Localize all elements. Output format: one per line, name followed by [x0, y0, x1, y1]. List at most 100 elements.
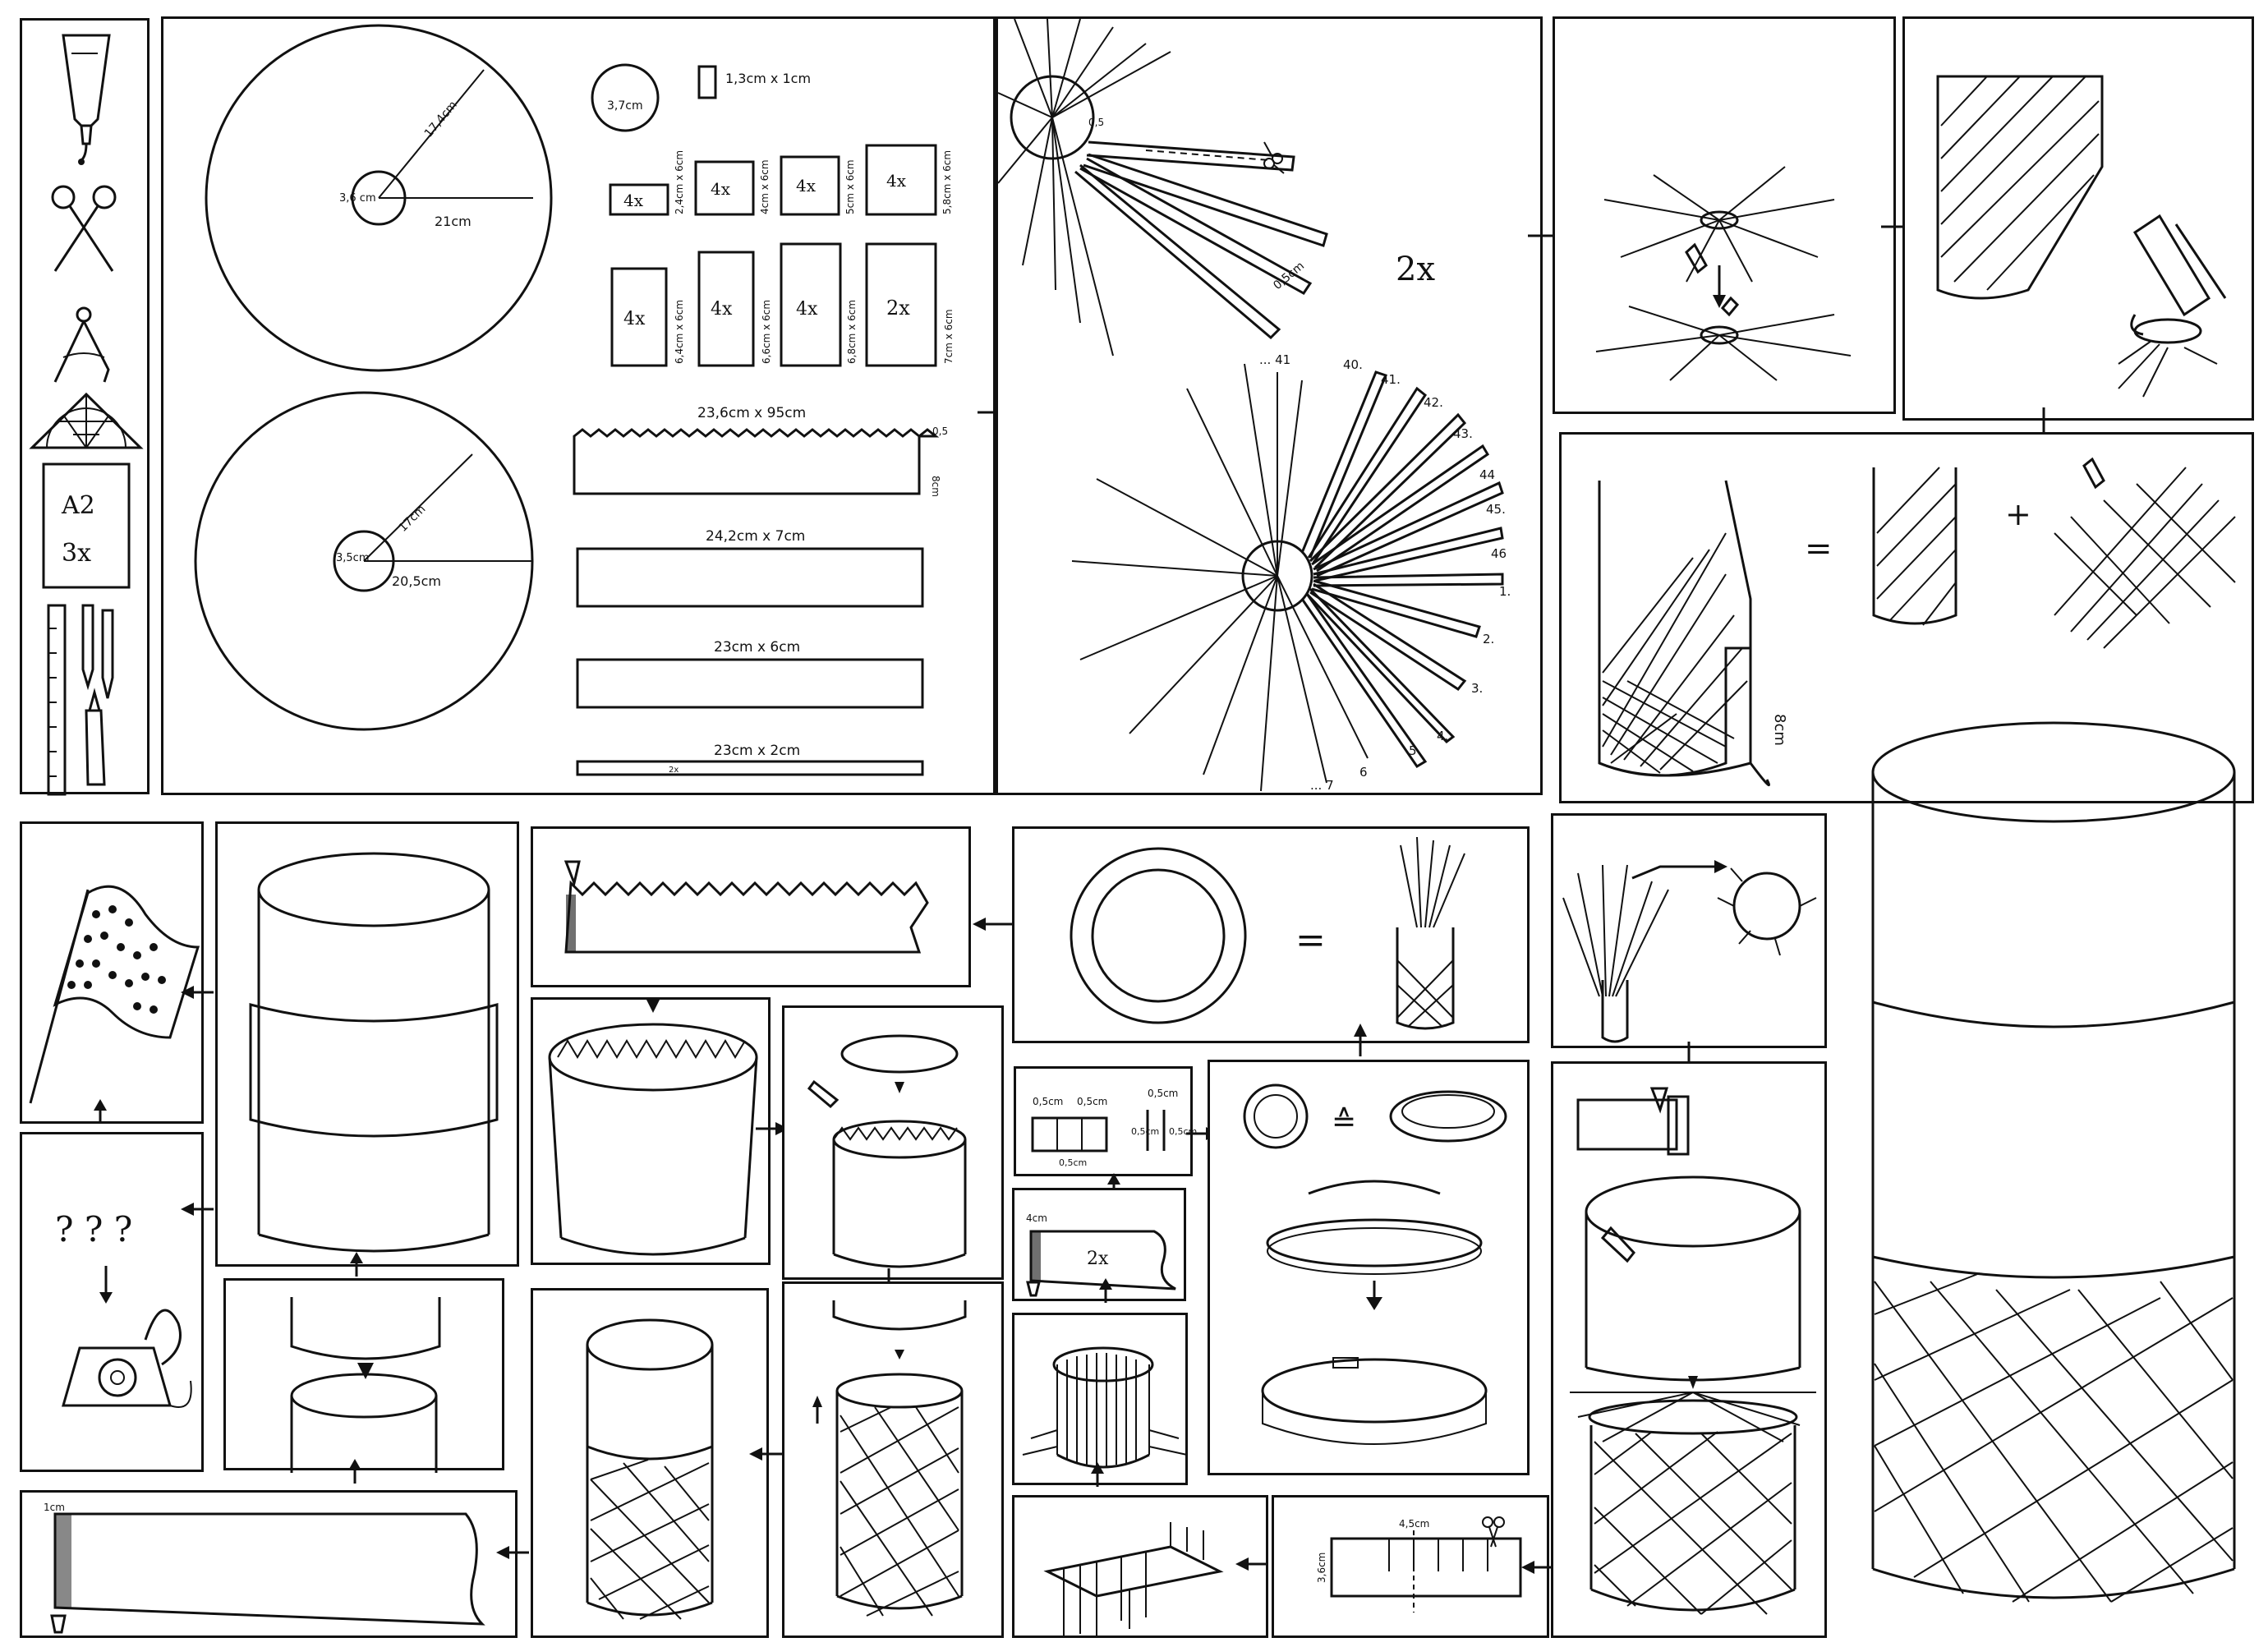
large-circle-inner-label: 3,6 cm	[339, 192, 376, 205]
small-strip-width: 4cm	[1026, 1212, 1047, 1224]
rect-row1-dim-2: 4cm x 6cm	[759, 159, 771, 214]
strip-4-label: 23cm x 2cm	[714, 743, 800, 759]
cutter-knife-icon	[85, 688, 106, 786]
weave-panel: 8cm = +	[1559, 432, 2254, 803]
rect-row2-count-3: 4x	[796, 299, 818, 320]
rect-row-2	[610, 242, 937, 367]
arrow-up-flag	[94, 1099, 107, 1124]
grid-cut-drawing	[1043, 1522, 1224, 1637]
measure-drawing: 0,5cm 0,5cm 0,5cm 0,5cm 0,5cm 0,5cm	[1031, 1088, 1197, 1168]
measure-c: 0,5cm	[1148, 1088, 1178, 1099]
stacked-bands-drawing	[249, 852, 499, 1253]
tiny-circle-label: 3,7cm	[607, 99, 643, 113]
ribbed-core-drawing	[1022, 1346, 1188, 1469]
flag-panel	[20, 821, 204, 1124]
strip-3-label: 23cm x 6cm	[714, 639, 800, 656]
measure-b: 0,5cm	[1077, 1096, 1107, 1107]
ring-outer	[1070, 847, 1247, 1024]
spoke-assembly-drawing	[1595, 166, 1852, 381]
rect-row1-count-4: 4x	[886, 171, 907, 191]
scissors-icon	[1482, 1516, 1505, 1548]
spoke-hub-2	[1071, 363, 1504, 792]
lattice-pattern	[1874, 1272, 2233, 1603]
large-circle-diag-label: 17,4cm	[422, 99, 460, 140]
arrow-up-ring-asm	[1354, 1024, 1367, 1056]
scissors-icon	[51, 185, 117, 272]
rect-row2-dim-2: 6,6cm x 6cm	[761, 300, 772, 364]
glue-icon	[50, 1614, 67, 1634]
hatched-cylinder-drawing	[812, 1300, 967, 1617]
small-strip-count: 2x	[1087, 1249, 1109, 1269]
measure-f: 0,5cm	[1059, 1157, 1087, 1168]
svg-text:44: 44	[1479, 467, 1495, 482]
spoke-frame-drawing	[1562, 860, 1817, 1043]
arrow-up-core	[1091, 1462, 1104, 1487]
zigzag-strip-template	[573, 428, 940, 495]
arrow-left-banded	[749, 1447, 782, 1461]
arrow-up-bands	[350, 1252, 363, 1277]
ring-assembly-drawing: ≙	[1243, 1083, 1507, 1445]
svg-text:40.: 40.	[1343, 357, 1363, 372]
weave-equals: =	[1805, 530, 1833, 568]
svg-text:42.: 42.	[1424, 395, 1443, 410]
edge-strip-width: 1cm	[44, 1502, 65, 1513]
svg-text:1.: 1.	[1499, 584, 1511, 599]
svg-text:46: 46	[1491, 546, 1507, 561]
ruler-icon	[47, 604, 67, 796]
svg-text:5: 5	[1409, 743, 1417, 758]
glue-icon	[2082, 457, 2105, 490]
glue-icon	[807, 1079, 840, 1109]
set-square-icon	[29, 392, 144, 449]
ring-corresponds: ≙	[1332, 1105, 1356, 1139]
banded-cylinder-panel	[531, 1288, 769, 1638]
side-cut-height: 3,6cm	[1316, 1553, 1327, 1583]
glue-icon	[1026, 1281, 1041, 1297]
rect-row-1	[609, 144, 937, 216]
tools-panel: A2 3x	[20, 18, 150, 796]
large-circle-radius-label: 21cm	[435, 214, 472, 229]
spokes-panel: 0,5 0,5cm 2x	[996, 16, 1543, 795]
spokes-drawing: 0,5 0,5cm 2x	[997, 18, 1511, 793]
arrow-up-strip	[1099, 1278, 1112, 1303]
zigzag-side-label: 8cm	[930, 476, 941, 497]
ring-spokes-drawing: =	[1070, 836, 1465, 1030]
tiny-circle-template	[591, 63, 660, 132]
arrow-left-side	[1521, 1561, 1554, 1574]
svg-text:... 7: ... 7	[1310, 778, 1334, 793]
arrow-left-edge	[496, 1546, 529, 1559]
svg-text:2.: 2.	[1483, 632, 1494, 646]
spoke-numbers: ... 41 40. 41. 42. 43. 44 45. 46 1. 2. 3…	[1259, 352, 1511, 793]
ring-insert-drawing	[290, 1297, 441, 1473]
compass-icon	[53, 306, 110, 383]
measure-a: 0,5cm	[1033, 1096, 1063, 1107]
svg-text:4.: 4.	[1437, 729, 1448, 743]
arrow-up-ring	[348, 1459, 361, 1484]
help-panel: ? ? ?	[20, 1132, 204, 1472]
scissors-icon	[1263, 141, 1285, 174]
small-circle-radius-label: 20,5cm	[392, 573, 441, 589]
weave-plus: +	[2005, 496, 2031, 532]
ring-spokes-panel: =	[1012, 826, 1530, 1043]
cylinder-assembly-panel	[1551, 1061, 1827, 1638]
strip-2-label: 24,2cm x 7cm	[706, 528, 805, 545]
finish-flag-drawing	[29, 885, 200, 1104]
hatched-cylinder-panel	[782, 1281, 1004, 1638]
glue-top-drawing	[807, 1034, 967, 1268]
glue-icon	[1685, 242, 1708, 274]
svg-text:45.: 45.	[1486, 502, 1506, 517]
help-drawing: ? ? ?	[55, 1209, 192, 1408]
weave-height-label: 8cm	[1771, 714, 1788, 746]
hub-disc	[1700, 210, 1739, 230]
zig-cylinder-panel	[531, 997, 771, 1265]
ring-insert-panel	[223, 1278, 504, 1473]
rect-row2-dim-3: 6,8cm x 6cm	[846, 300, 858, 364]
side-cut-panel: 4,5cm 3,6cm	[1272, 1495, 1549, 1638]
zigzag-strip-label: 23,6cm x 95cm	[697, 405, 806, 421]
rect-row2-count-4: 2x	[886, 297, 910, 320]
strip-4-count: 2x	[669, 766, 679, 775]
small-rect-template	[697, 65, 717, 99]
svg-text:6: 6	[1359, 765, 1368, 780]
stacked-bands-panel	[215, 821, 519, 1267]
edge-strip-drawing: 1cm	[44, 1502, 485, 1634]
grid-cut-panel	[1012, 1495, 1268, 1638]
